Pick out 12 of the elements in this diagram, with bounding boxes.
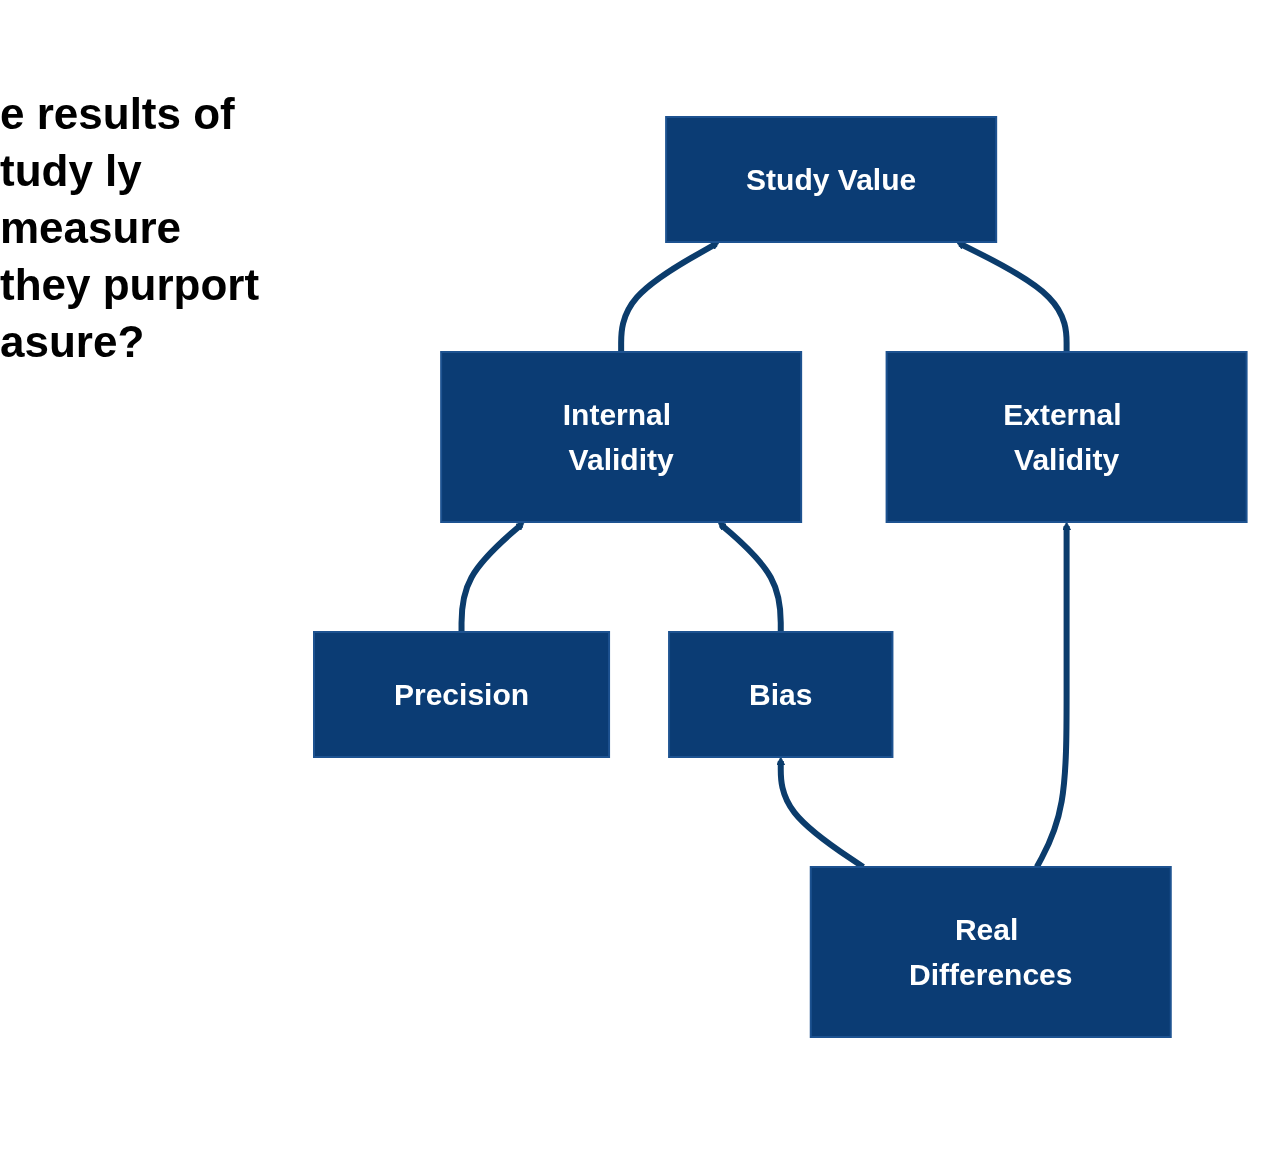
arrow <box>955 241 1070 352</box>
node-box: Bias <box>667 631 894 758</box>
arrow <box>617 241 720 352</box>
question-text: e results of tudy ly measure they purport asure? <box>0 88 261 368</box>
node-box: External Validity <box>885 351 1248 523</box>
arrow <box>717 521 784 632</box>
node-box: Real Differences <box>809 866 1172 1038</box>
arrow <box>1033 521 1071 869</box>
arrow <box>458 521 525 632</box>
node-box: Internal Validity <box>439 351 802 523</box>
node-box: Precision <box>312 631 610 758</box>
node-box: Study Value <box>664 116 997 243</box>
